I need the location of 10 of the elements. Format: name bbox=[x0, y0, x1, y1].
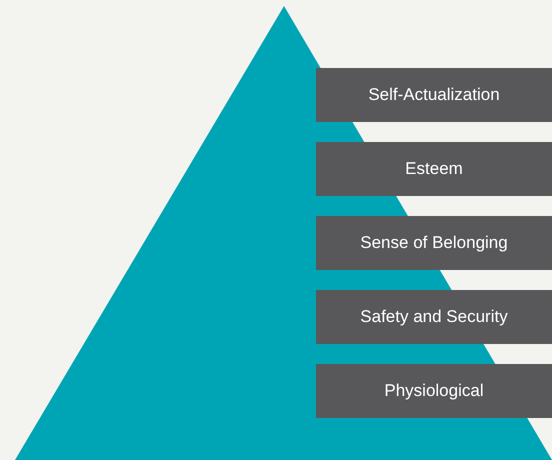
level-label: Safety and Security bbox=[360, 307, 508, 327]
level-label: Physiological bbox=[384, 381, 484, 401]
level-box bbox=[316, 68, 552, 122]
level-box bbox=[316, 290, 552, 344]
level-label: Self-Actualization bbox=[368, 85, 500, 105]
level-label: Esteem bbox=[405, 159, 463, 179]
level-box bbox=[316, 142, 552, 196]
level-label: Sense of Belonging bbox=[360, 233, 508, 253]
level-box bbox=[316, 364, 552, 418]
level-box bbox=[316, 216, 552, 270]
